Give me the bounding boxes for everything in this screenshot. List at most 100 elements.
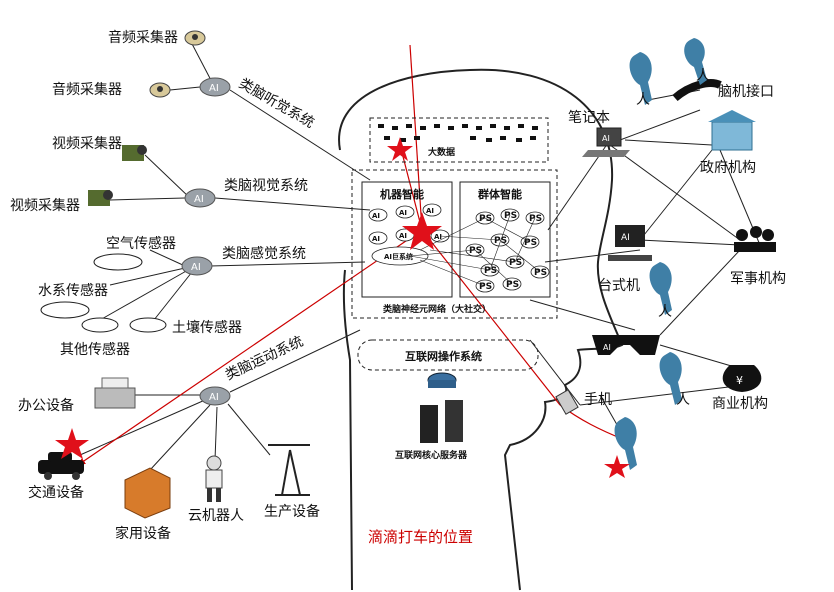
svg-text:PS: PS [506, 280, 519, 290]
phone-label: 手机 [584, 392, 612, 408]
water-sensor-label: 水系传感器 [38, 282, 108, 299]
head-outline [338, 68, 624, 591]
didi-location-label: 滴滴打车的位置 [368, 528, 473, 546]
traffic-device-label: 交通设备 [28, 484, 84, 501]
os-box [357, 339, 539, 371]
swarm-intel-box [459, 181, 551, 298]
svg-text:AI: AI [426, 207, 434, 215]
vision-system-label: 类脑视觉系统 [224, 178, 308, 194]
servers-label: 互联网核心服务器 [395, 449, 468, 461]
svg-text:AI: AI [191, 262, 201, 273]
ps-node-labels: PS PS PS PS PS PS PS PS PS PS PS [469, 211, 547, 292]
svg-text:AI: AI [209, 83, 219, 94]
svg-text:AI: AI [194, 194, 204, 205]
military-icon [734, 226, 776, 252]
bci-label: 脑机接口 [718, 83, 774, 100]
svg-text:AI: AI [603, 343, 611, 352]
star-person [604, 455, 630, 478]
hearing-system-label: 类脑听觉系统 [236, 76, 317, 132]
ai-hub-video: AI [184, 188, 216, 208]
ai-hub-sensing: AI [181, 256, 213, 276]
laptop-icon: AI [582, 127, 630, 157]
car-icon [38, 452, 84, 480]
mesh-lines [409, 214, 541, 287]
sensing-system-label: 类脑感觉系统 [222, 245, 306, 262]
oil-pump-icon [268, 444, 310, 496]
video-collector-label-2: 视频采集器 [10, 197, 80, 214]
smart-glasses-icon: AI [592, 335, 660, 355]
svg-text:PS: PS [524, 238, 537, 248]
ai-node-cluster [368, 203, 450, 266]
government-label: 政府机构 [700, 160, 756, 176]
os-label: 互联网操作系统 [405, 349, 482, 363]
bigdata-box [369, 117, 549, 163]
svg-text:AI: AI [372, 235, 380, 243]
notebook-label: 笔记本 [568, 110, 610, 126]
svg-text:¥: ¥ [736, 374, 743, 387]
box-icon [124, 467, 171, 519]
audio-collector-label-2: 音频采集器 [52, 81, 122, 98]
swarm-intel-label: 群体智能 [477, 187, 522, 201]
machine-intel-label: 机器智能 [380, 187, 424, 201]
military-label: 军事机构 [730, 271, 786, 287]
soil-sensor-label: 土壤传感器 [172, 319, 242, 336]
printer-icon [94, 377, 136, 409]
svg-text:AI: AI [209, 392, 219, 403]
ai-core-label: AI巨系统 [384, 252, 413, 261]
audio-collector-icon [184, 30, 206, 46]
government-icon [708, 110, 756, 151]
person-label-1: 人 [636, 92, 650, 108]
production-device-label: 生产设备 [264, 503, 320, 520]
svg-text:AI: AI [399, 209, 407, 217]
server-icons [420, 372, 463, 443]
svg-text:PS: PS [534, 268, 547, 278]
star-core [402, 212, 442, 250]
person-label-4: 人 [676, 392, 690, 408]
home-device-label: 家用设备 [115, 525, 171, 542]
star-traffic [55, 428, 89, 459]
office-device-label: 办公设备 [18, 397, 74, 414]
neural-network-box [351, 169, 558, 319]
star-bigdata [387, 137, 413, 161]
svg-text:PS: PS [509, 258, 522, 268]
svg-text:PS: PS [484, 266, 497, 276]
desktop-icon: AI [608, 225, 652, 261]
audio-collector-icon [149, 82, 171, 98]
svg-text:PS: PS [479, 214, 492, 224]
ai-hub-motion: AI [199, 386, 231, 406]
desktop-label: 台式机 [598, 278, 640, 294]
ai-node-labels: AI AI AI AI AI AI AI巨系统 [372, 207, 442, 261]
person-label-2: 人 [696, 68, 710, 84]
bci-icon [672, 79, 722, 102]
phone-icon [555, 389, 579, 415]
sensor-ellipses [40, 253, 167, 333]
air-sensor-label: 空气传感器 [106, 235, 176, 252]
bigdata-label: 大数据 [428, 146, 455, 158]
person-label-3: 人 [658, 304, 672, 320]
video-camera-icon [122, 145, 147, 161]
svg-text:PS: PS [529, 214, 542, 224]
svg-text:PS: PS [504, 211, 517, 221]
audio-collector-label-1: 音频采集器 [108, 29, 178, 46]
video-collector-label-1: 视频采集器 [52, 135, 122, 152]
person-icons [614, 38, 707, 470]
robot-icon [205, 455, 223, 502]
machine-intel-box [361, 181, 453, 298]
ai-hub-audio: AI [199, 77, 231, 97]
svg-text:PS: PS [469, 246, 482, 256]
commerce-label: 商业机构 [712, 396, 768, 412]
svg-text:PS: PS [479, 282, 492, 292]
other-sensor-label: 其他传感器 [60, 341, 130, 358]
svg-text:AI: AI [372, 212, 380, 220]
neck-outline [342, 269, 353, 591]
cloud-robot-label: 云机器人 [188, 508, 244, 524]
svg-text:AI: AI [602, 134, 610, 143]
svg-text:AI: AI [434, 233, 442, 241]
svg-text:AI: AI [621, 233, 630, 243]
video-camera-icon [88, 190, 113, 206]
connection-lines [79, 39, 761, 471]
bigdata-dots [378, 124, 538, 142]
red-stars [55, 137, 630, 478]
